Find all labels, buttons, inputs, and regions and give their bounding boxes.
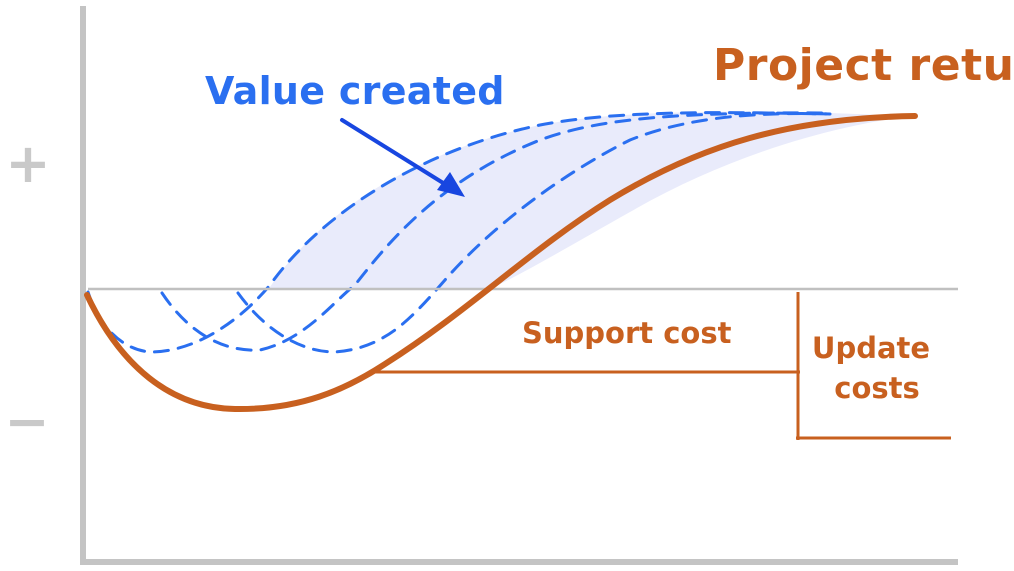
update-costs-label-line1: Update — [812, 331, 930, 365]
value-curve-3 — [236, 112, 832, 354]
support-cost-label: Support cost — [522, 316, 732, 350]
arrow-icon — [340, 118, 465, 197]
project-return-curve — [84, 113, 918, 413]
value-curve-1 — [86, 111, 832, 354]
value-curve-2 — [160, 111, 832, 352]
minus-sign: − — [4, 390, 49, 453]
value-created-label: Value created — [205, 69, 505, 113]
update-costs-label-line2: costs — [834, 371, 920, 405]
plus-sign: + — [5, 132, 50, 195]
project-return-label: Project return — [713, 40, 1014, 91]
value-created-area — [268, 111, 910, 290]
